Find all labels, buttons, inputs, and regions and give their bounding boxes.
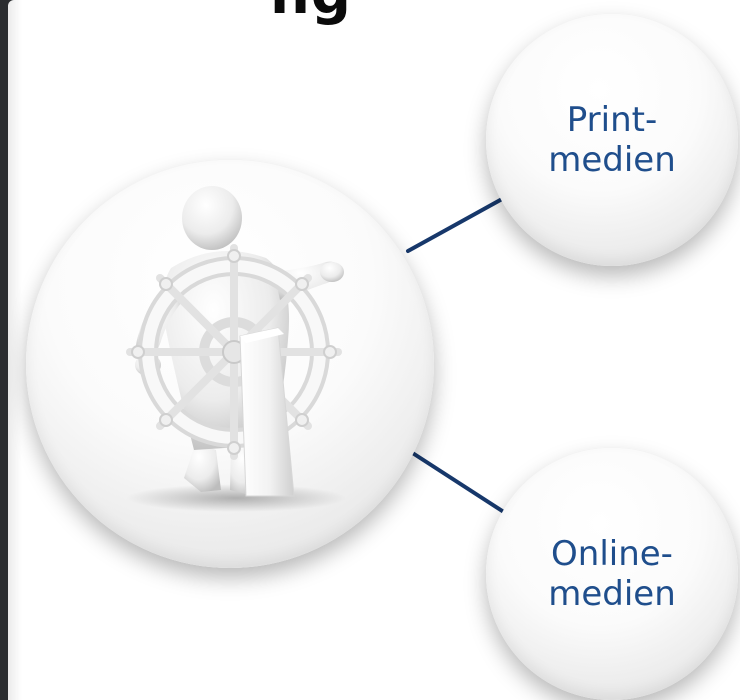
connector-line-online (409, 450, 512, 518)
helmsman-figure-icon (126, 186, 346, 512)
connector-line-print (406, 191, 515, 253)
slide: ng (8, 0, 740, 700)
node-printmedien-label: Print- medien (548, 100, 676, 180)
node-printmedien-line1: Print- (566, 100, 658, 140)
connector-lines (406, 191, 515, 518)
node-printmedien[interactable]: Print- medien (486, 14, 738, 266)
node-onlinemedien-line1: Online- (551, 534, 673, 574)
node-onlinemedien[interactable]: Online- medien (486, 448, 738, 700)
node-onlinemedien-line2: medien (548, 574, 676, 614)
slide-title-fragment: ng (270, 0, 352, 27)
central-image-bubble (26, 160, 434, 568)
node-onlinemedien-label: Online- medien (548, 534, 676, 614)
node-printmedien-line2: medien (548, 140, 676, 180)
slide-edge-shadow (8, 0, 22, 700)
